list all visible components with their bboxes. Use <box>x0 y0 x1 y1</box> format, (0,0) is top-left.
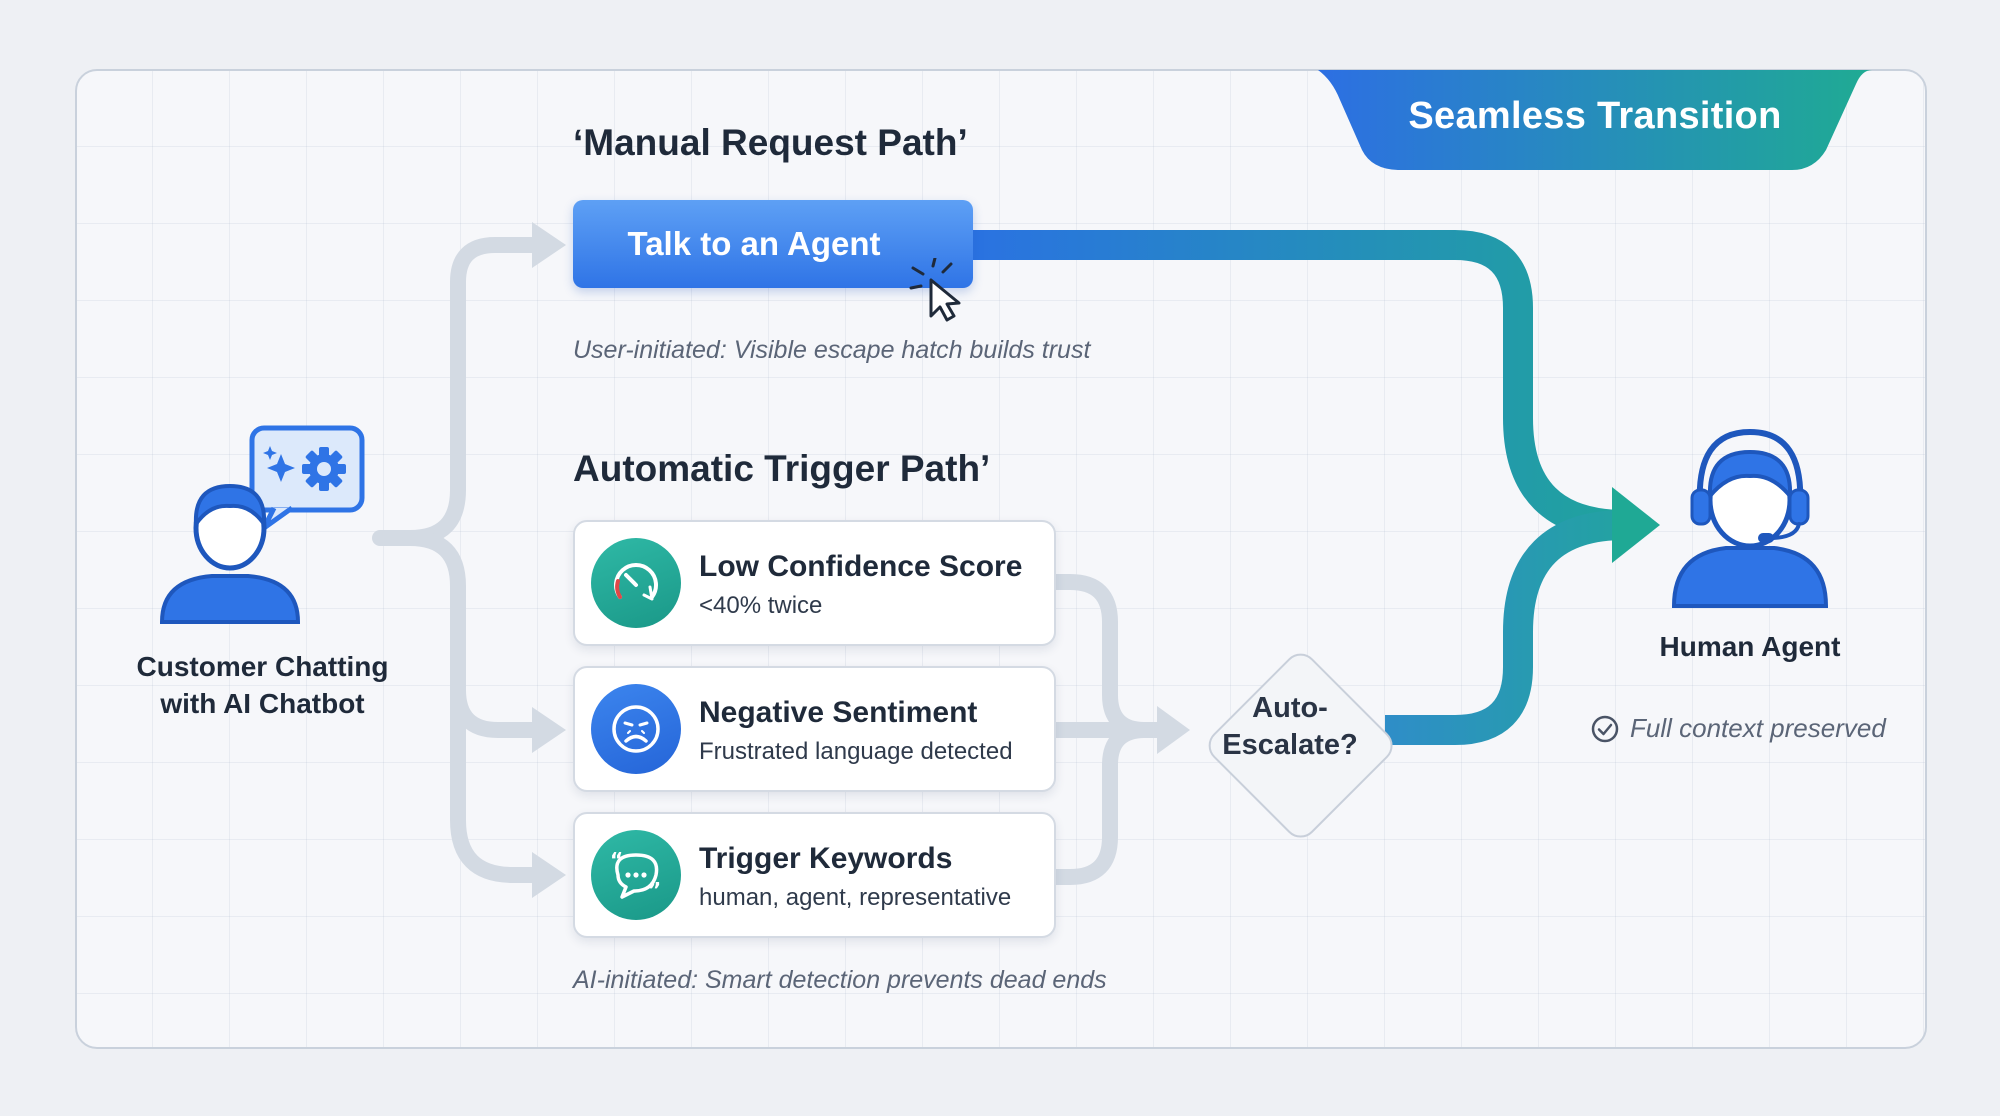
gauge-icon <box>591 538 681 628</box>
decision-label-line1: Auto- <box>1252 692 1328 724</box>
talk-to-agent-label: Talk to an Agent <box>627 225 881 262</box>
quote-bubble-icon: “ ” <box>591 830 681 920</box>
trigger-card-keywords: “ ” Trigger Keywords human, agent, repre… <box>573 812 1056 938</box>
talk-to-agent-button[interactable]: Talk to an Agent <box>573 200 973 288</box>
context-note-text: Full context preserved <box>1630 713 1886 743</box>
customer-label: Customer Chatting with AI Chatbot <box>110 648 415 722</box>
decision-label-line2: Escalate? <box>1222 729 1358 761</box>
customer-label-line2: with AI Chatbot <box>160 688 365 719</box>
trigger-card-title: Low Confidence Score <box>699 550 1023 583</box>
banner-label: Seamless Transition <box>1408 95 1782 137</box>
svg-text:“: “ <box>610 848 623 872</box>
manual-path-caption: User-initiated: Visible escape hatch bui… <box>573 336 1091 364</box>
banner-shape <box>1318 70 1872 170</box>
trigger-card-negative-sentiment: Negative Sentiment Frustrated language d… <box>573 666 1056 792</box>
trigger-card-title: Trigger Keywords <box>699 842 953 875</box>
human-agent-label: Human Agent <box>1659 631 1841 662</box>
decision-diamond <box>1208 653 1393 838</box>
decision-label: Auto- Escalate? <box>1200 690 1380 764</box>
frown-face-icon <box>591 684 681 774</box>
check-circle-icon <box>1591 715 1619 742</box>
svg-text:”: ” <box>648 878 661 902</box>
trigger-card-title: Negative Sentiment <box>699 696 978 729</box>
trigger-card-subtitle: human, agent, representative <box>699 884 1012 911</box>
cursor-click-icon <box>909 258 961 322</box>
automatic-path-heading: Automatic Trigger Path’ <box>573 448 991 489</box>
headset-agent-icon <box>1671 428 1829 608</box>
customer-label-line1: Customer Chatting <box>136 651 389 682</box>
trigger-card-subtitle: <40% twice <box>699 592 823 619</box>
automatic-path-caption: AI-initiated: Smart detection prevents d… <box>573 966 1107 994</box>
context-note: Full context preserved <box>1590 713 1886 744</box>
trigger-card-low-confidence: Low Confidence Score <40% twice <box>573 520 1056 646</box>
manual-path-heading: ‘Manual Request Path’ <box>573 122 968 163</box>
user-chat-icon <box>159 425 365 624</box>
trigger-card-subtitle: Frustrated language detected <box>699 738 1013 765</box>
